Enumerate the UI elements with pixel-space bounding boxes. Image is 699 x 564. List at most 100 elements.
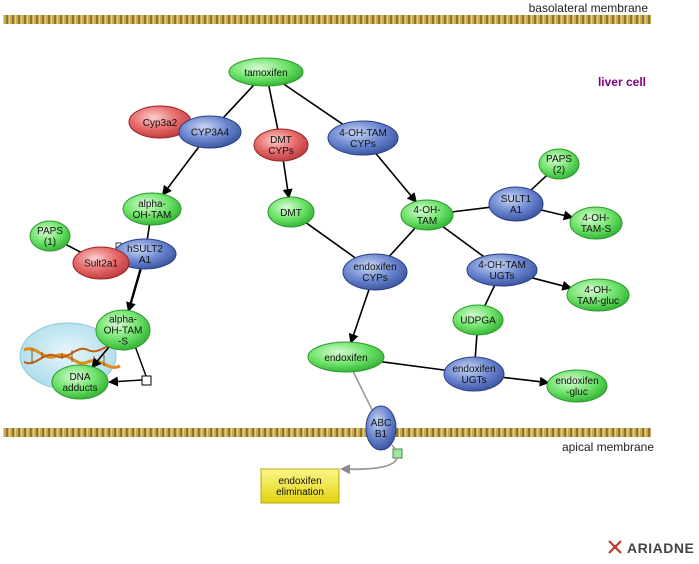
node-label-line: CYPs xyxy=(362,273,388,284)
node-shape xyxy=(95,309,151,351)
node-alpha-oh-tam-s[interactable]: alpha-OH-TAM-S xyxy=(95,309,151,351)
node-endoxifen-gluc[interactable]: endoxifen-gluc xyxy=(546,369,608,403)
node-alpha-oh-tam[interactable]: alpha-OH-TAM xyxy=(122,192,182,226)
node-shape xyxy=(267,196,315,228)
edge-paps2-to-sult1a1 xyxy=(530,175,547,191)
node-shape xyxy=(342,253,408,291)
node-label-line: endoxifen xyxy=(452,364,495,375)
node-label-line: alpha- xyxy=(138,199,166,210)
edge-endoxifen_cyps-to-endoxifen xyxy=(348,289,370,345)
transport-connector[interactable] xyxy=(392,448,403,459)
edge-ohtam_ugts-to-ohtam_gluc xyxy=(532,277,573,291)
node-tamoxifen[interactable]: tamoxifen xyxy=(228,57,304,87)
node-oh-tam-s[interactable]: 4-OH-TAM-S xyxy=(569,206,623,240)
edge-dmt_cyps-to-dmt xyxy=(282,160,293,200)
node-label-line: CYPs xyxy=(350,139,376,150)
edge-endoxifen_ugts-to-endoxifen_gluc xyxy=(503,376,550,387)
node-cyp3a4[interactable]: CYP3A4 xyxy=(178,115,242,149)
node-label-line: PAPS xyxy=(546,154,572,165)
node-shape xyxy=(466,253,538,287)
edge-alpha_oh_tam_s-to-dna_adducts xyxy=(91,346,110,369)
edge-ohtam_cyps-to-oh_tam xyxy=(375,153,418,204)
reaction-connector[interactable] xyxy=(141,375,152,386)
node-label-line: 4-OH- xyxy=(413,205,440,216)
node-shape xyxy=(569,206,623,240)
node-label-line: UDPGA xyxy=(460,316,496,327)
node-shape xyxy=(228,57,304,87)
node-label-line: elimination xyxy=(276,487,324,498)
node-label-line: adducts xyxy=(62,383,97,394)
node-label-line: A1 xyxy=(139,255,152,266)
node-label-line: Cyp3a2 xyxy=(143,118,178,129)
node-label-line: -gluc xyxy=(566,387,588,398)
node-label-line: hSULT2 xyxy=(127,244,163,255)
node-paps1[interactable]: PAPS(1) xyxy=(29,220,71,252)
liver-cell-label: liver cell xyxy=(598,75,646,89)
node-shape xyxy=(566,278,630,312)
node-label-line: endoxifen xyxy=(324,353,367,364)
node-shape xyxy=(253,128,309,162)
node-endoxifen[interactable]: endoxifen xyxy=(307,341,385,373)
node-label-line: 4-OH-TAM xyxy=(478,260,526,271)
edge-oh_tam-to-sult1a1 xyxy=(452,206,490,213)
logo-text: ARIADNE xyxy=(627,540,694,556)
node-label-line: SULT1 xyxy=(501,194,532,205)
node-paps2[interactable]: PAPS(2) xyxy=(538,148,580,180)
edge-udpga-to-endoxifen_ugts xyxy=(474,334,478,358)
node-shape xyxy=(327,120,399,156)
node-label-line: CYP3A4 xyxy=(191,128,230,139)
edge-connector-to-dna-adducts xyxy=(108,376,143,387)
edge-endoxifen-to-abcb1 xyxy=(352,371,373,411)
edge-alpha-oh-tam-s-to-connector xyxy=(134,345,147,377)
edge-paps1-to-sult2a1 xyxy=(65,243,81,253)
edge-tamoxifen-to-cyp3a4 xyxy=(222,84,255,119)
node-label-line: A1 xyxy=(510,205,523,216)
node-shape xyxy=(400,199,454,231)
node-shape xyxy=(546,369,608,403)
node-label-line: TAM-gluc xyxy=(577,296,619,307)
edge-hsult2a1-to-alpha_oh_tam_s xyxy=(126,268,142,313)
node-shape xyxy=(365,405,397,451)
node-udpga[interactable]: UDPGA xyxy=(452,304,504,336)
edge-alpha_oh_tam-to-hsult2a1 xyxy=(146,224,151,240)
node-label-line: TAM-S xyxy=(581,224,612,235)
node-sult2a1[interactable]: Sult2a1 xyxy=(72,246,130,280)
node-dmt[interactable]: DMT xyxy=(267,196,315,228)
node-label-line: ABC xyxy=(371,418,392,429)
node-label-line: alpha- xyxy=(109,315,137,326)
node-label-line: 4-OH- xyxy=(584,285,611,296)
basolateral-membrane-label: basolateral membrane xyxy=(529,1,649,15)
node-shape xyxy=(488,186,544,222)
node-label-line: endoxifen xyxy=(278,476,321,487)
node-label-line: 4-OH-TAM xyxy=(339,128,387,139)
node-shape xyxy=(452,304,504,336)
node-label-line: endoxifen xyxy=(555,376,598,387)
reaction-edges xyxy=(65,83,574,469)
node-oh-tam[interactable]: 4-OH-TAM xyxy=(400,199,454,231)
node-label-line: OH-TAM xyxy=(104,326,143,337)
node-shape xyxy=(122,192,182,226)
node-label-line: DMT xyxy=(280,208,302,219)
node-layer: tamoxifenCyp3a2CYP3A4DMTCYPs4-OH-TAMCYPs… xyxy=(29,57,630,504)
edge-oh_tam-to-endoxifen_cyps xyxy=(389,227,416,257)
edge-cyp3a4-to-alpha_oh_tam xyxy=(161,146,200,196)
edge-abcb1-to-elimination xyxy=(342,444,398,469)
node-label-line: tamoxifen xyxy=(244,68,287,79)
node-shape xyxy=(538,148,580,180)
node-shape xyxy=(260,468,340,504)
edge-tamoxifen-to-dmt_cyps xyxy=(268,85,279,130)
node-shape xyxy=(307,341,385,373)
node-shape xyxy=(443,356,505,392)
edge-endoxifen-to-endoxifen_ugts xyxy=(381,360,445,371)
node-ohtam-gluc[interactable]: 4-OH-TAM-gluc xyxy=(566,278,630,312)
